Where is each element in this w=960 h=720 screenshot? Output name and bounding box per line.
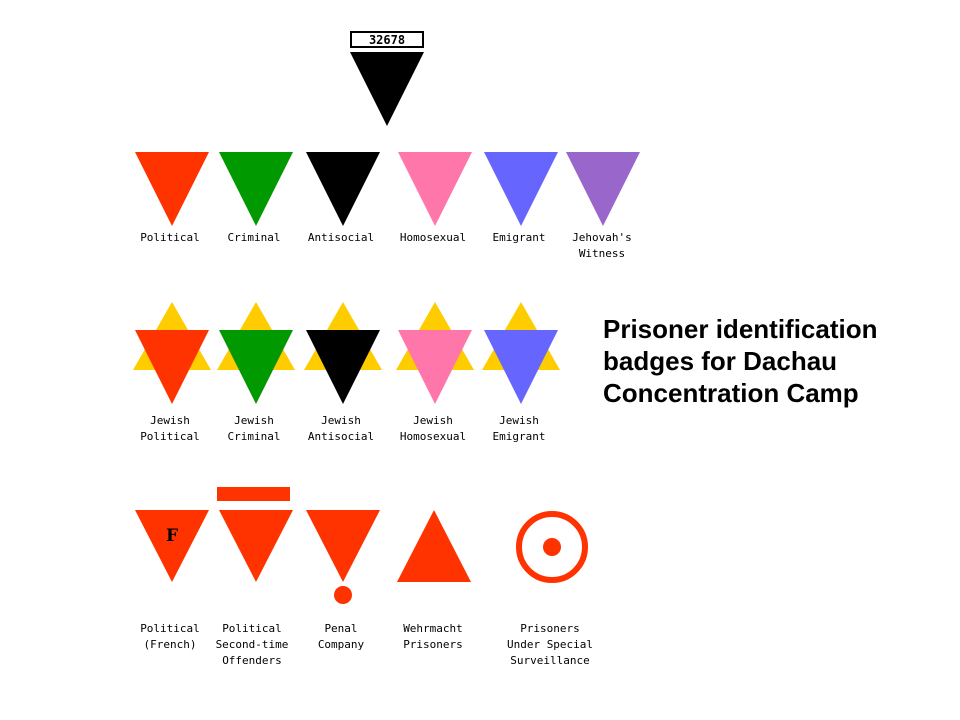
label-jewish-antisocial-1: Jewish [321,414,361,427]
badge-criminal [219,152,293,226]
label-antisocial: Antisocial [308,231,374,244]
label-wehrmacht-1: Wehrmacht [403,622,463,635]
label-penal-company-1: Penal [324,622,357,635]
number-badge: 32678 [350,31,424,126]
color-triangle [219,510,293,582]
label-jehovahs-witness-1: Jehovah's [572,231,632,244]
row-3-badges: F Political (French) Political Second-ti… [135,487,593,667]
color-triangle [219,330,293,404]
badge-homosexual [398,152,472,226]
label-jehovahs-witness-2: Witness [579,247,625,260]
penal-dot [334,586,352,604]
surveillance-dot [543,538,561,556]
badge-jewish-political [133,302,211,404]
badge-jewish-homosexual [396,302,474,404]
color-triangle [484,330,558,404]
badge-political [135,152,209,226]
color-triangle [306,330,380,404]
number-plate [350,31,424,48]
label-political-french-1: Political [140,622,200,635]
badge-antisocial [306,152,380,226]
label-special-surveillance-2: Under Special [507,638,593,651]
color-triangle [397,510,471,582]
label-jewish-criminal-1: Jewish [234,414,274,427]
badge-jewish-emigrant [482,302,560,404]
number-triangle [350,52,424,126]
color-triangle [398,330,472,404]
label-jewish-political-2: Political [140,430,200,443]
badge-political-french: F [135,510,209,582]
label-jewish-antisocial-2: Antisocial [308,430,374,443]
badge-penal-company [306,510,380,604]
label-jewish-emigrant-2: Emigrant [493,430,546,443]
badge-special-surveillance [516,511,588,583]
badge-jehovahs-witness [566,152,640,226]
label-wehrmacht-2: Prisoners [403,638,463,651]
label-emigrant: Emigrant [493,231,546,244]
label-penal-company-2: Company [318,638,365,651]
french-letter: F [166,526,178,546]
label-criminal: Criminal [228,231,281,244]
label-jewish-homosexual-2: Homosexual [400,430,466,443]
label-political-second-time-2: Second-time [216,638,289,651]
label-homosexual: Homosexual [400,231,466,244]
number-plate-text: 32678 [369,33,405,47]
label-jewish-criminal-2: Criminal [228,430,281,443]
label-jewish-emigrant-1: Jewish [499,414,539,427]
caption-text: Prisoner identification badges for Dacha… [603,314,878,408]
label-political-second-time-1: Political [222,622,282,635]
repeat-bar [217,487,290,501]
label-special-surveillance-1: Prisoners [520,622,580,635]
badge-political-second-time [217,487,293,582]
label-jewish-political-1: Jewish [150,414,190,427]
color-triangle [135,510,209,582]
color-triangle [306,510,380,582]
label-political-second-time-3: Offenders [222,654,282,667]
label-jewish-homosexual-1: Jewish [413,414,453,427]
row-1-badges: Political Criminal Antisocial Homosexual… [135,152,640,260]
label-political-french-2: (French) [144,638,197,651]
color-triangle [135,330,209,404]
badge-emigrant [484,152,558,226]
row-2-badges: Jewish Political Jewish Criminal Jewish … [133,302,560,443]
surveillance-ring [516,511,588,583]
badge-jewish-antisocial [304,302,382,404]
label-special-surveillance-3: Surveillance [510,654,589,667]
label-political: Political [140,231,200,244]
badge-wehrmacht [397,510,471,582]
badge-jewish-criminal [217,302,295,404]
